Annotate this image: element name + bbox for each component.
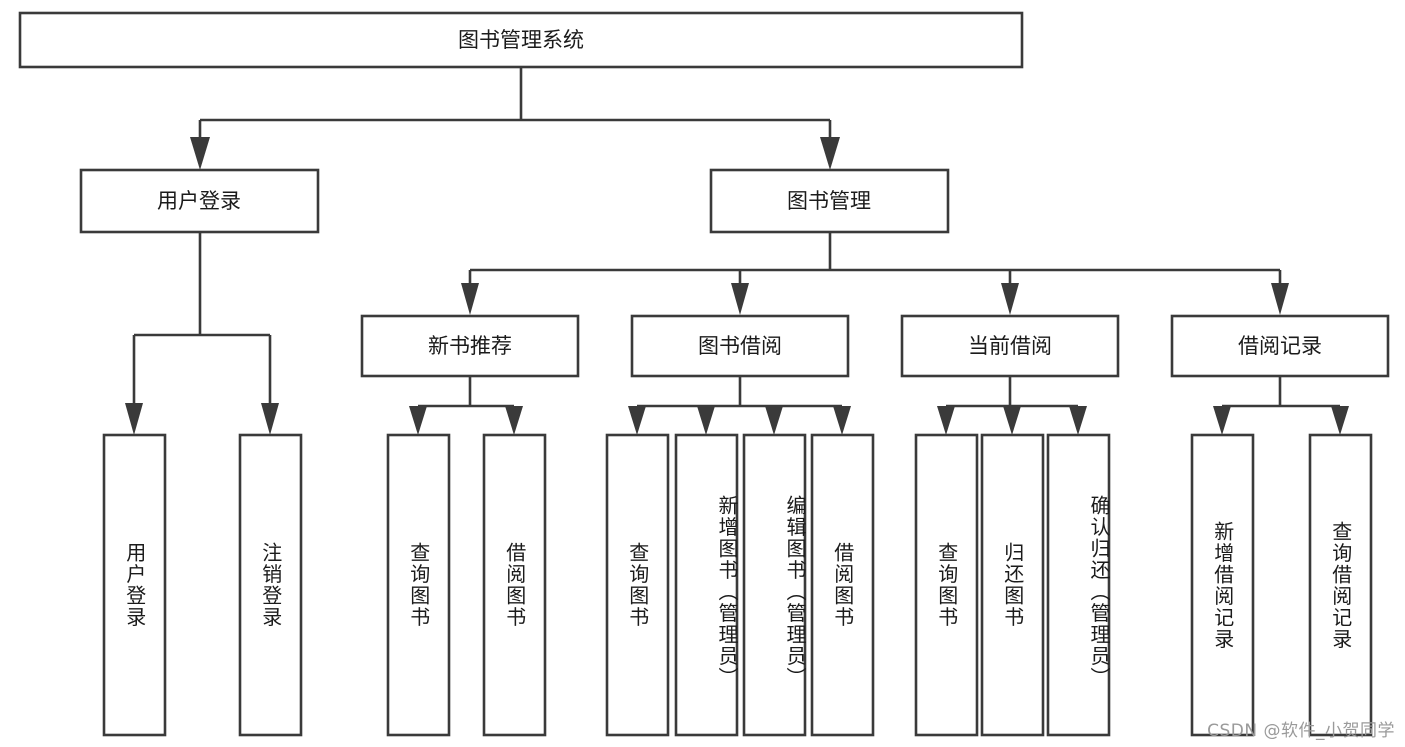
connector-group-book-management bbox=[461, 232, 1289, 315]
arrow-to-leaf-borrow-book-2 bbox=[833, 406, 851, 435]
node-book-management[interactable]: 图书管理 bbox=[709, 168, 950, 234]
node-user-login[interactable]: 用户登录 bbox=[79, 168, 320, 234]
node-borrow-record-box[interactable] bbox=[1170, 314, 1390, 378]
watermark-text: CSDN @软件_小贺同学 bbox=[1207, 721, 1395, 741]
arrow-to-current-borrow bbox=[1001, 283, 1019, 315]
leaf-box-user-login[interactable] bbox=[102, 433, 167, 737]
node-book-management-label: 图书管理 bbox=[787, 189, 871, 213]
node-book-borrow-box[interactable] bbox=[630, 314, 850, 378]
arrow-to-leaf-query-book-2 bbox=[628, 406, 646, 435]
leaf-box-return-book[interactable] bbox=[980, 433, 1045, 737]
arrow-to-leaf-query-book-3 bbox=[937, 406, 955, 435]
arrow-to-leaf-add-book bbox=[697, 406, 715, 435]
connector-group-user-login bbox=[125, 232, 279, 435]
leaf-box-add-record[interactable] bbox=[1190, 433, 1255, 737]
arrow-to-leaf-query-book-1 bbox=[409, 406, 427, 435]
arrow-to-leaf-borrow-book-1 bbox=[505, 406, 523, 435]
connector-group-root bbox=[190, 67, 840, 170]
arrow-to-leaf-add-record bbox=[1213, 406, 1231, 435]
node-borrow-record[interactable]: 借阅记录 bbox=[1170, 314, 1390, 378]
arrow-to-leaf-query-record bbox=[1331, 406, 1349, 435]
arrow-to-leaf-user-logout bbox=[261, 403, 279, 435]
arrow-to-new-book-recommend bbox=[461, 283, 479, 315]
node-borrow-record-label: 借阅记录 bbox=[1238, 334, 1322, 358]
arrow-to-borrow-record bbox=[1271, 283, 1289, 315]
node-book-borrow[interactable]: 图书借阅 bbox=[630, 314, 850, 378]
node-new-book-recommend-label: 新书推荐 bbox=[428, 334, 512, 358]
leaf-box-confirm-return[interactable] bbox=[1046, 433, 1111, 737]
arrow-to-book-borrow bbox=[731, 283, 749, 315]
leaf-box-query-record[interactable] bbox=[1308, 433, 1373, 737]
arrow-to-leaf-user-login bbox=[125, 403, 143, 435]
leaf-box-query-book-2[interactable] bbox=[605, 433, 670, 737]
node-user-login-box[interactable] bbox=[79, 168, 320, 234]
leaf-box-query-book-1[interactable] bbox=[386, 433, 451, 737]
node-new-book-recommend-box[interactable] bbox=[360, 314, 580, 378]
leaf-box-query-book-3[interactable] bbox=[914, 433, 979, 737]
node-user-login-label: 用户登录 bbox=[157, 189, 241, 213]
leaf-box-user-logout[interactable] bbox=[238, 433, 303, 737]
node-root[interactable]: 图书管理系统 bbox=[18, 11, 1024, 69]
node-current-borrow[interactable]: 当前借阅 bbox=[900, 314, 1120, 378]
leaf-box-add-book[interactable] bbox=[674, 433, 739, 737]
connector-group-new-book-recommend bbox=[409, 376, 523, 435]
arrow-to-book-management bbox=[820, 137, 840, 170]
connector-group-borrow-record bbox=[1213, 376, 1349, 435]
leaf-box-borrow-book-1[interactable] bbox=[482, 433, 547, 737]
node-current-borrow-box[interactable] bbox=[900, 314, 1120, 378]
arrow-to-leaf-confirm-return bbox=[1069, 406, 1087, 435]
arrow-to-leaf-edit-book bbox=[765, 406, 783, 435]
connector-group-book-borrow bbox=[628, 376, 851, 435]
connector-group-current-borrow bbox=[937, 376, 1087, 435]
arrow-to-leaf-return-book bbox=[1003, 406, 1021, 435]
node-current-borrow-label: 当前借阅 bbox=[968, 334, 1052, 358]
node-root-box[interactable] bbox=[18, 11, 1024, 69]
node-root-label: 图书管理系统 bbox=[458, 28, 584, 52]
leaf-box-borrow-book-2[interactable] bbox=[810, 433, 875, 737]
arrow-to-user-login bbox=[190, 137, 210, 170]
leaf-box-edit-book[interactable] bbox=[742, 433, 807, 737]
node-book-management-box[interactable] bbox=[709, 168, 950, 234]
node-new-book-recommend[interactable]: 新书推荐 bbox=[360, 314, 580, 378]
node-book-borrow-label: 图书借阅 bbox=[698, 334, 782, 358]
